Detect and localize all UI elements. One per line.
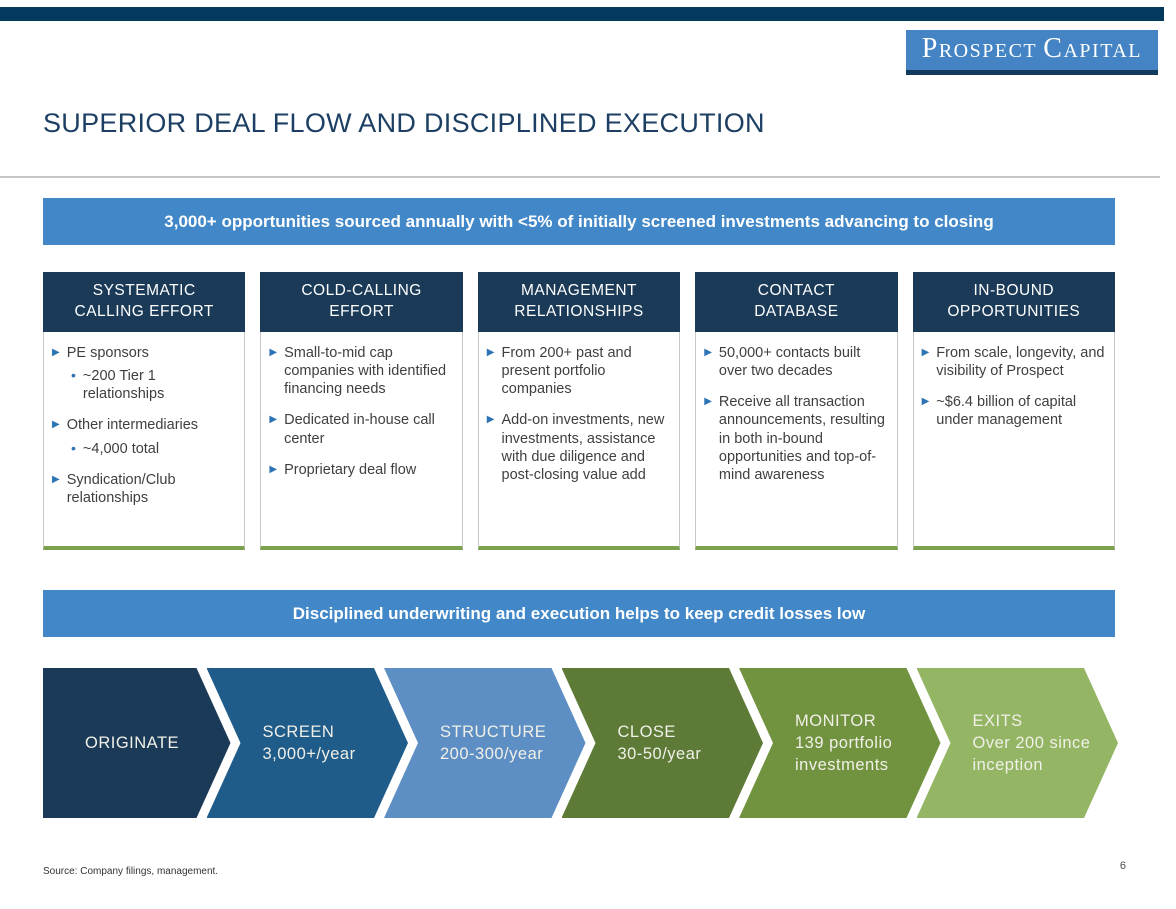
bullet-list: ▶ Small-to-mid cap companies with identif… — [267, 344, 455, 479]
arrow-title: EXITS — [972, 711, 1023, 730]
list-item-text: Receive all transaction announcements, r… — [718, 394, 885, 483]
card-header: CONTACT DATABASE — [695, 272, 898, 332]
card-body: ▶ From scale, longevity, and visibility o… — [912, 332, 1115, 550]
source-note: Source: Company filings, management. — [43, 866, 219, 877]
list-item: ▶ Receive all transaction announcements, … — [702, 393, 890, 484]
list-item: ▶ Proprietary deal flow — [267, 461, 455, 479]
deal-source-columns: SYSTEMATIC CALLING EFFORT ▶ PE sponsors •… — [43, 272, 1115, 550]
card-body: ▶PE sponsors •~200 Tier 1 relationships … — [43, 332, 246, 550]
arrow-title: MONITOR — [795, 711, 877, 730]
card-contact-database: CONTACT DATABASE ▶ 50,000+ contacts built… — [695, 272, 898, 550]
card-header: IN-BOUND OPPORTUNITIES — [912, 272, 1115, 332]
title-divider — [0, 176, 1160, 178]
list-item: ▶ Dedicated in-house call center — [267, 411, 455, 447]
list-item-text: 50,000+ contacts built over two decades — [718, 345, 861, 380]
list-item: ▶ PE sponsors — [50, 344, 238, 362]
arrow-subtitle: Over 200 since inception — [972, 733, 1091, 775]
process-arrow-exits: EXITS Over 200 since inception — [917, 668, 1119, 818]
arrow-subtitle: 200-300/year — [440, 745, 544, 763]
logo-initial: P — [921, 33, 939, 64]
triangle-bullet-icon: ▶ — [921, 396, 930, 408]
card-body: ▶ 50,000+ contacts built over two decades… — [695, 332, 898, 550]
list-item-text: ~4,000 total — [82, 440, 160, 457]
bullet-list: ▶ From 200+ past and present portfolio co… — [485, 344, 673, 484]
bullet-list: ▶ From scale, longevity, and visibility o… — [920, 344, 1108, 430]
arrow-subtitle: 30-50/year — [617, 745, 702, 763]
card-management-relationships: MANAGEMENT RELATIONSHIPS ▶ From 200+ past… — [477, 272, 681, 550]
company-logo: PROSPECT CAPITAL — [905, 30, 1158, 75]
list-item: • ~4,000 total — [71, 440, 238, 458]
list-item: ▶ From 200+ past and present portfolio co… — [485, 344, 673, 398]
process-arrow-structure: STRUCTURE 200-300/year — [384, 668, 586, 818]
list-item: ▶ ~$6.4 billion of capital under manageme… — [920, 393, 1108, 429]
underwriting-banner: Disciplined underwriting and execution h… — [43, 590, 1115, 637]
triangle-bullet-icon: ▶ — [52, 419, 60, 431]
arrow-title: ORIGINATE — [85, 733, 180, 752]
process-flow: ORIGINATE SCREEN 3,000+/year STRUCTURE 2… — [43, 668, 1118, 818]
list-item-text: ~200 Tier 1 relationships — [82, 368, 165, 403]
triangle-bullet-icon: ▶ — [486, 414, 495, 426]
dot-bullet-icon: • — [71, 439, 76, 456]
card-systematic-calling: SYSTEMATIC CALLING EFFORT ▶ PE sponsors •… — [43, 272, 246, 550]
logo-initial: C — [1043, 33, 1064, 64]
arrow-title: SCREEN — [262, 722, 335, 741]
list-item: ▶ Add-on investments, new investments, as… — [485, 411, 673, 484]
arrow-title: CLOSE — [617, 722, 676, 741]
triangle-bullet-icon: ▶ — [921, 347, 930, 358]
triangle-bullet-icon: ▶ — [704, 347, 712, 358]
list-item-text: Small-to-mid cap companies with identifi… — [284, 345, 447, 398]
triangle-bullet-icon: ▶ — [486, 347, 495, 358]
list-item-text: Other intermediaries — [66, 417, 199, 434]
list-item-text: Dedicated in-house call center — [284, 412, 435, 447]
arrow-title: STRUCTURE — [440, 722, 547, 741]
triangle-bullet-icon: ▶ — [52, 473, 60, 485]
card-inbound-opportunities: IN-BOUND OPPORTUNITIES ▶ From scale, long… — [912, 272, 1115, 550]
bullet-list: ▶ 50,000+ contacts built over two decades… — [702, 344, 890, 484]
list-item-text: Proprietary deal flow — [284, 461, 417, 478]
triangle-bullet-icon: ▶ — [269, 414, 278, 426]
list-item-text: Syndication/Club relationships — [66, 471, 176, 506]
list-item-text: ~$6.4 billion of capital under managemen… — [936, 394, 1077, 429]
page-title: SUPERIOR DEAL FLOW AND DISCIPLINED EXECU… — [43, 108, 765, 138]
top-accent-bar — [0, 7, 1164, 21]
card-header: SYSTEMATIC CALLING EFFORT — [43, 272, 246, 332]
bullet-list: ▶PE sponsors •~200 Tier 1 relationships … — [50, 344, 238, 507]
list-item-text: From scale, longevity, and visibility of… — [936, 345, 1105, 380]
list-item: • ~200 Tier 1 relationships — [71, 367, 238, 403]
list-item: ▶ Other intermediaries — [50, 416, 238, 434]
list-item-text: From 200+ past and present portfolio com… — [501, 345, 632, 398]
card-body: ▶ Small-to-mid cap companies with identif… — [260, 332, 463, 550]
page-number: 6 — [1119, 860, 1126, 872]
list-item: ▶ 50,000+ contacts built over two decades — [702, 344, 890, 380]
list-item: ▶ From scale, longevity, and visibility o… — [920, 344, 1108, 380]
card-body: ▶ From 200+ past and present portfolio co… — [477, 332, 681, 550]
sourcing-banner: 3,000+ opportunities sourced annually wi… — [43, 198, 1115, 245]
process-arrow-screen: SCREEN 3,000+/year — [207, 668, 409, 818]
list-item-text: Add-on investments, new investments, ass… — [501, 412, 665, 483]
triangle-bullet-icon: ▶ — [269, 463, 278, 475]
triangle-bullet-icon: ▶ — [52, 347, 60, 358]
arrow-subtitle: 3,000+/year — [262, 745, 356, 763]
process-arrow-close: CLOSE 30-50/year — [562, 668, 764, 818]
triangle-bullet-icon: ▶ — [704, 396, 712, 408]
arrow-subtitle: 139 portfolio investments — [795, 733, 893, 775]
list-item: ▶ Syndication/Club relationships — [50, 471, 238, 507]
triangle-bullet-icon: ▶ — [269, 347, 278, 358]
process-arrow-monitor: MONITOR 139 portfolio investments — [739, 668, 941, 818]
card-header: COLD-CALLING EFFORT — [260, 272, 463, 332]
process-arrow-originate: ORIGINATE — [43, 668, 231, 818]
list-item-text: PE sponsors — [66, 345, 149, 361]
list-item: ▶ Small-to-mid cap companies with identif… — [267, 344, 455, 398]
card-cold-calling: COLD-CALLING EFFORT ▶ Small-to-mid cap co… — [260, 272, 463, 550]
dot-bullet-icon: • — [71, 367, 76, 384]
card-header: MANAGEMENT RELATIONSHIPS — [477, 272, 681, 332]
